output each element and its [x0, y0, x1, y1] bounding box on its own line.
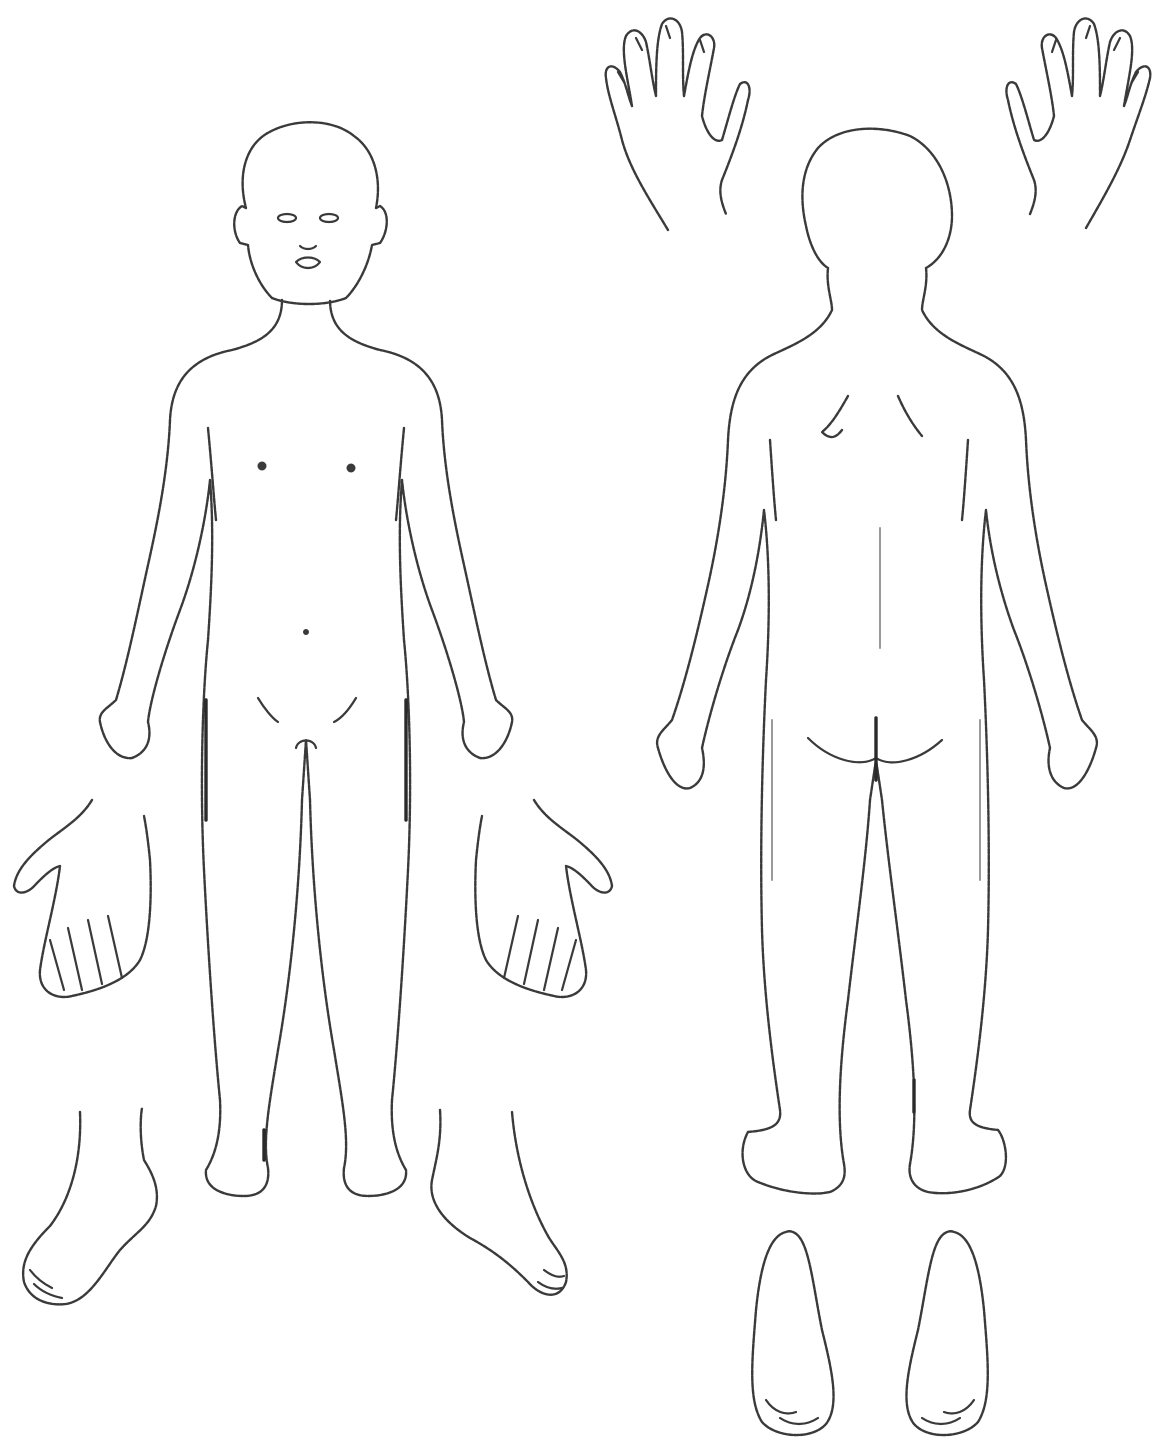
- back-left-hand: [606, 18, 750, 230]
- front-left-nipple: [258, 462, 267, 471]
- front-right-palm: [475, 800, 612, 997]
- front-left-toes: [30, 1270, 62, 1298]
- front-right-eye: [320, 214, 338, 222]
- front-right-toes: [538, 1270, 564, 1289]
- back-right-hand-nails: [1052, 26, 1138, 82]
- front-left-groin-crease: [258, 698, 278, 722]
- front-left-foot-profile: [23, 1108, 157, 1304]
- back-body-outline: [657, 129, 1097, 1194]
- front-mouth: [296, 258, 320, 269]
- front-right-groin-crease: [334, 698, 356, 722]
- back-right-shoulder-blade: [898, 396, 922, 436]
- front-right-foot-profile: [431, 1110, 566, 1295]
- back-right-sole-toes: [922, 1400, 974, 1424]
- back-view: [606, 18, 1151, 1435]
- back-right-hand: [1006, 18, 1150, 228]
- back-right-sole: [906, 1231, 987, 1435]
- front-left-eye: [278, 214, 296, 222]
- back-left-hand-nails: [618, 26, 704, 82]
- front-right-nipple: [347, 464, 356, 473]
- front-left-palm-fingers: [50, 916, 122, 990]
- front-view: [14, 122, 612, 1304]
- back-left-sole: [752, 1231, 833, 1435]
- front-head: [234, 122, 387, 304]
- front-nose: [300, 246, 316, 249]
- front-navel: [303, 629, 309, 635]
- back-right-armpit-line: [962, 440, 968, 520]
- back-left-sole-toes: [766, 1400, 818, 1424]
- front-right-palm-fingers: [504, 916, 576, 990]
- front-left-palm: [14, 800, 151, 997]
- back-left-armpit-line: [770, 440, 776, 520]
- front-body-outline: [100, 300, 513, 1196]
- back-left-shoulder-blade: [822, 396, 848, 437]
